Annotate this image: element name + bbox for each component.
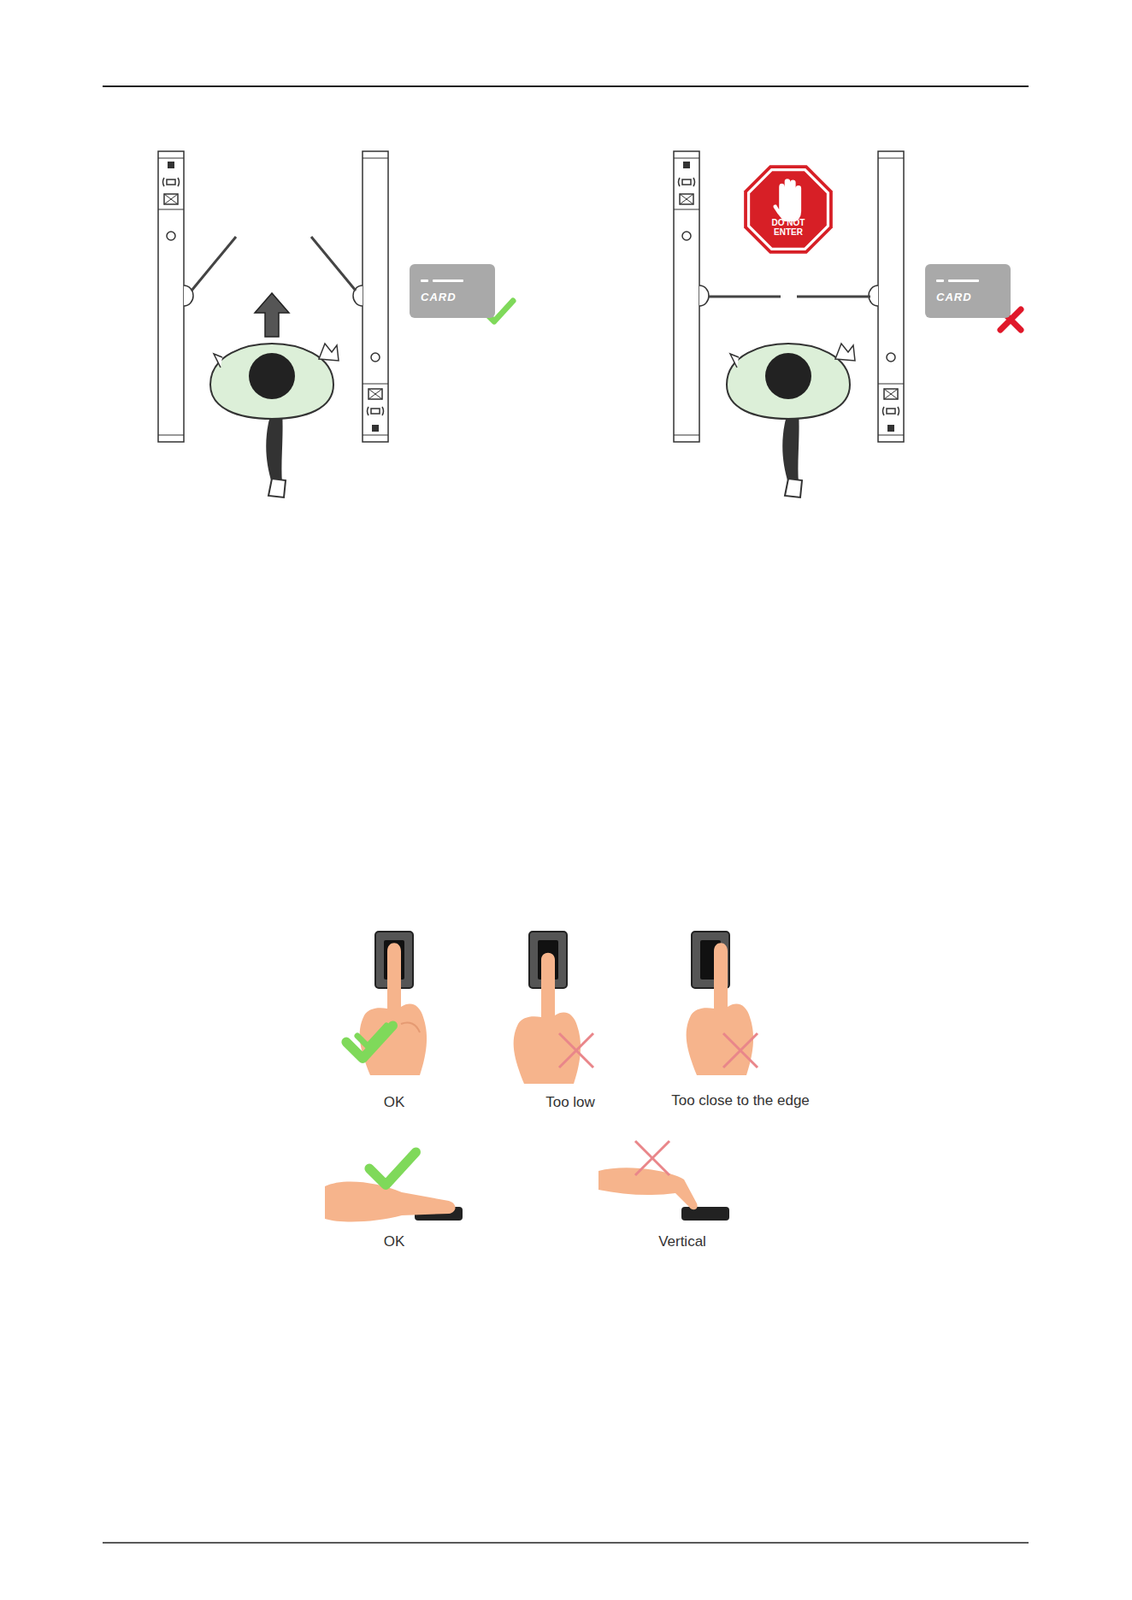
caption-label: Too close to the edge <box>671 1092 810 1110</box>
caption-label: Too low <box>545 1094 596 1112</box>
card-label: CARD <box>936 290 973 304</box>
caption-label: Vertical <box>658 1233 707 1251</box>
sign-text: DO NOT ENTER <box>764 218 813 237</box>
stop-sign: DO NOT ENTER <box>742 163 835 256</box>
card-dash <box>432 279 464 283</box>
caption-label: OK <box>383 1233 406 1251</box>
card-shape: CARD <box>925 264 1011 319</box>
card-dash <box>420 279 429 283</box>
card-dash <box>948 279 979 283</box>
card-shape: CARD <box>409 264 496 319</box>
caption-label: OK <box>383 1094 406 1112</box>
octagon-outline <box>742 163 835 256</box>
card-dash <box>936 279 944 283</box>
card-label: CARD <box>420 290 457 304</box>
